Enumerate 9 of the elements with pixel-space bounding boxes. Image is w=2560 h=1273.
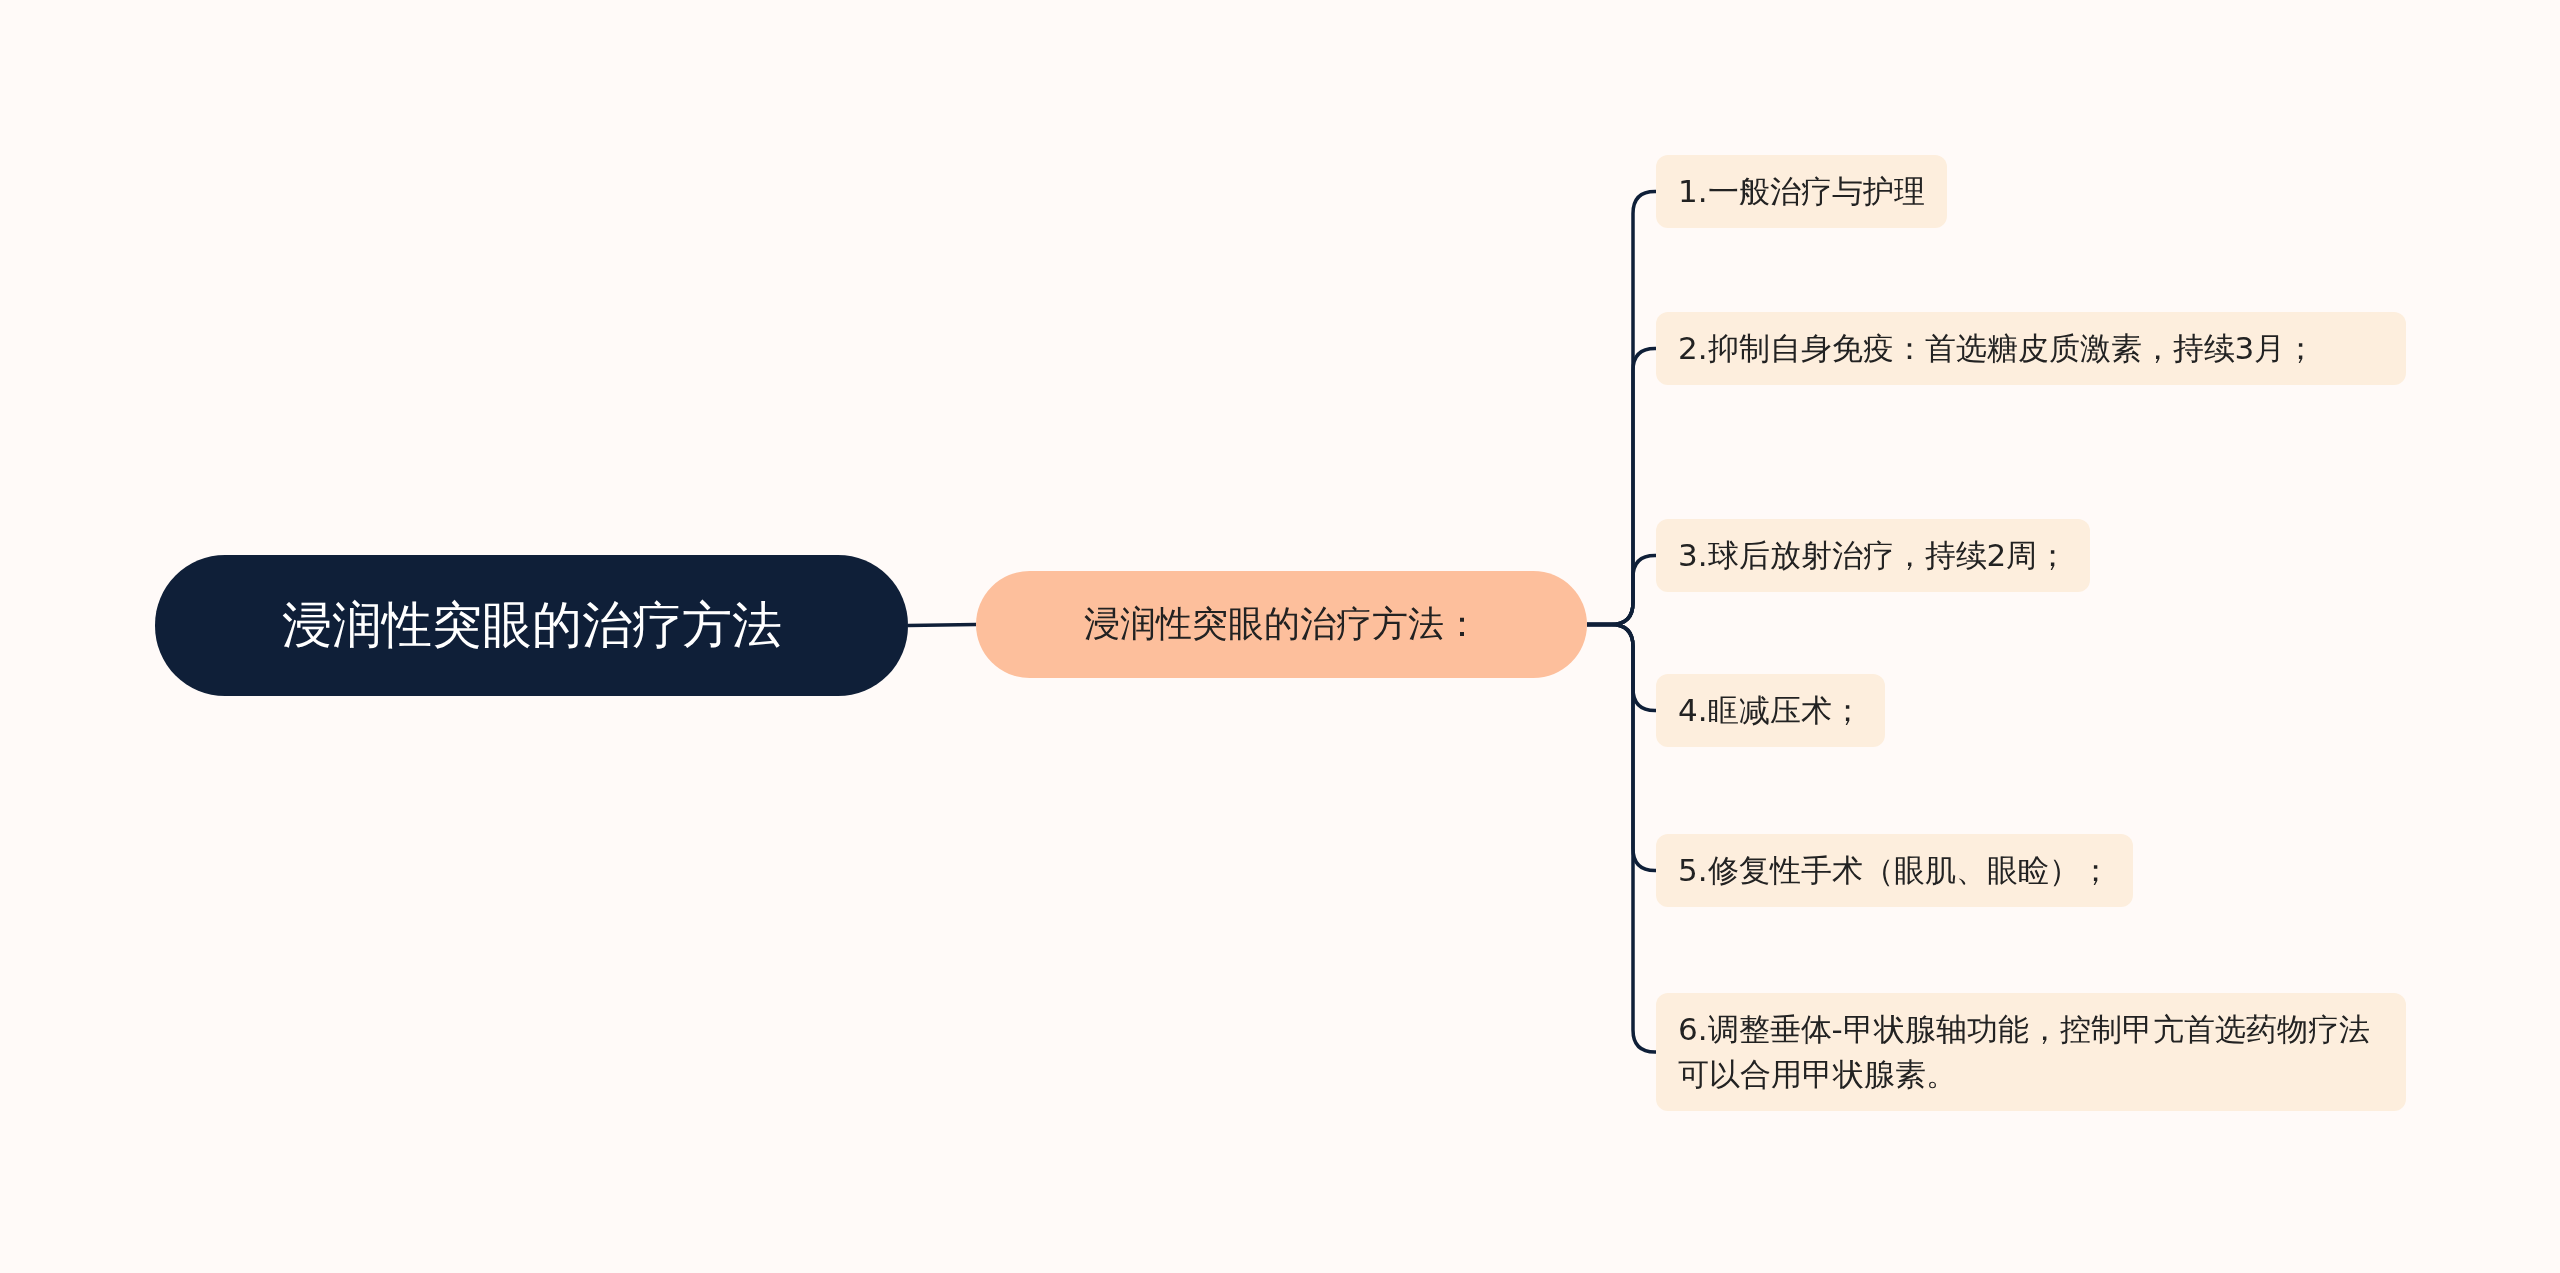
subtopic-box: 2.抑制自身免疫：首选糖皮质激素，持续3月； <box>1656 312 2406 385</box>
subtopic-box: 1.一般治疗与护理 <box>1656 155 1947 228</box>
connector-line <box>907 622 977 628</box>
subtopic-box: 6.调整垂体-甲状腺轴功能，控制甲亢首选药物疗法可以合用甲状腺素。 <box>1656 993 2406 1111</box>
topic-box: 浸润性突眼的治疗方法： <box>976 571 1587 678</box>
subtopic-box: 4.眶减压术； <box>1656 674 1885 747</box>
subtopic-box: 3.球后放射治疗，持续2周； <box>1656 519 2091 592</box>
root-topic-box: 浸润性突眼的治疗方法 <box>155 555 908 696</box>
subtopic-box: 5.修复性手术（眼肌、眼睑）； <box>1656 834 2133 907</box>
